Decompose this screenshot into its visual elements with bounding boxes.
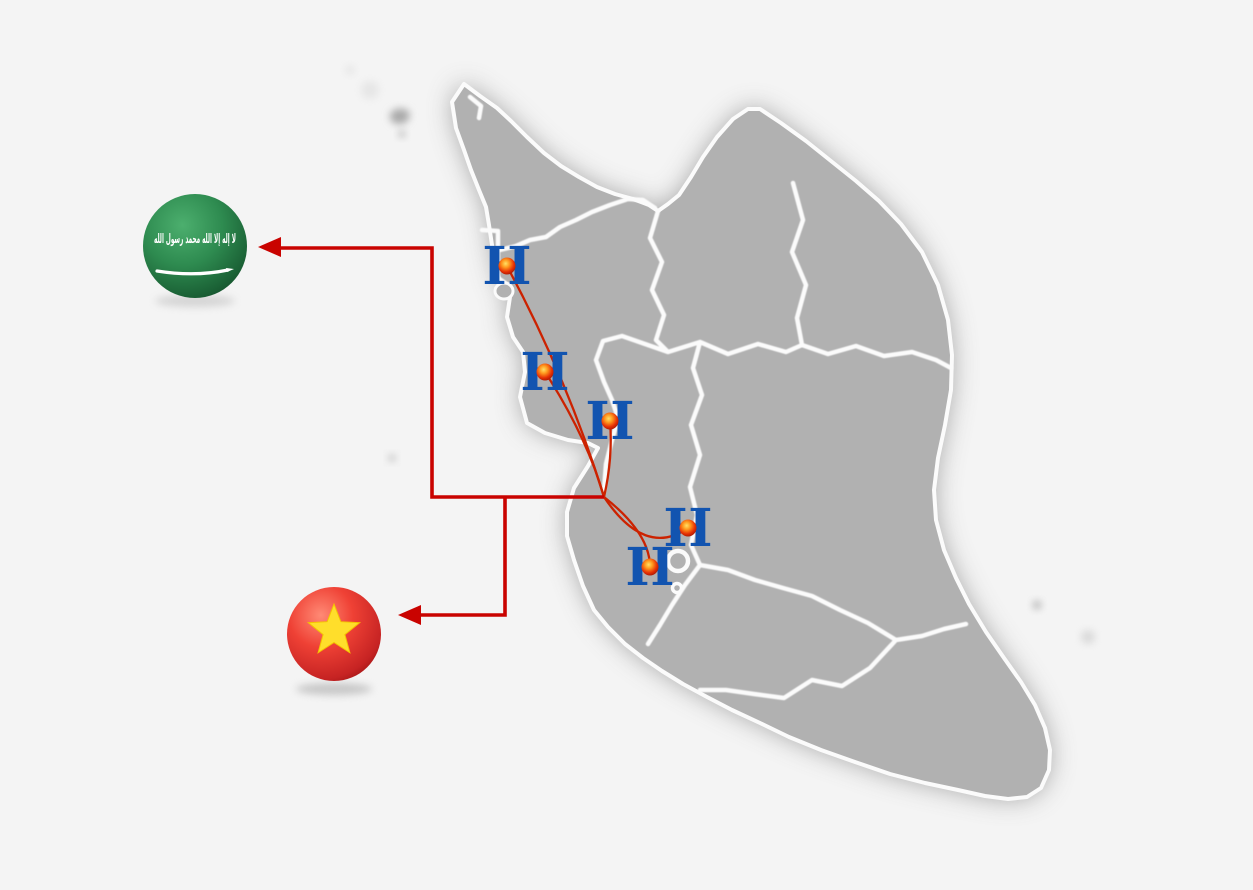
h-marker-dot xyxy=(641,558,659,576)
h-marker-1: H xyxy=(482,236,531,297)
h-marker-dot xyxy=(498,257,516,275)
vietnam-flag-shadow xyxy=(296,683,372,695)
vietnam-flag xyxy=(287,587,381,695)
island-shadow-blob xyxy=(361,81,379,99)
h-marker-4: H xyxy=(663,498,712,559)
saudi-sword-icon xyxy=(155,268,234,276)
putrajaya-enclave-ring xyxy=(670,581,684,595)
route-to-vietnam-arrowhead-icon xyxy=(398,605,421,625)
route-to-vietnam-line xyxy=(412,497,507,617)
supply-line-2 xyxy=(544,371,606,498)
route-to-saudi-arabia-line xyxy=(272,246,604,499)
location-markers: HHHHH xyxy=(482,236,712,598)
peninsular-malaysia-map xyxy=(346,66,1095,801)
island-speck-north xyxy=(346,66,354,74)
shahada-text: لا إله إلا الله محمد رسول الله xyxy=(154,232,236,247)
route-to-saudi-arabia-arrowhead-icon xyxy=(258,237,281,257)
h-marker-3: H xyxy=(585,391,634,452)
saudi-arabia-flag: لا إله إلا الله محمد رسول الله xyxy=(143,194,247,307)
langkawi-islet xyxy=(398,130,406,138)
supply-line-4 xyxy=(603,496,689,539)
h-marker-dot xyxy=(601,412,619,430)
h-marker-dot xyxy=(536,363,554,381)
route-to-saudi-arabia xyxy=(258,237,604,499)
h-marker-5: H xyxy=(625,537,674,598)
h-marker-2: H xyxy=(520,342,569,403)
islands xyxy=(346,66,1095,644)
saudi-flag-shadow xyxy=(155,295,235,307)
langkawi-island xyxy=(389,108,410,125)
pangkor-island xyxy=(388,454,396,462)
vietnam-star-icon xyxy=(306,602,362,654)
map-land xyxy=(450,82,1052,801)
route-to-vietnam xyxy=(398,497,507,625)
faint-island xyxy=(1081,630,1095,644)
state-borders xyxy=(467,94,969,701)
kl-enclave-ring xyxy=(665,548,691,574)
penang-island xyxy=(493,281,515,301)
h-marker-dot xyxy=(679,519,697,537)
tioman-island xyxy=(1033,601,1041,609)
